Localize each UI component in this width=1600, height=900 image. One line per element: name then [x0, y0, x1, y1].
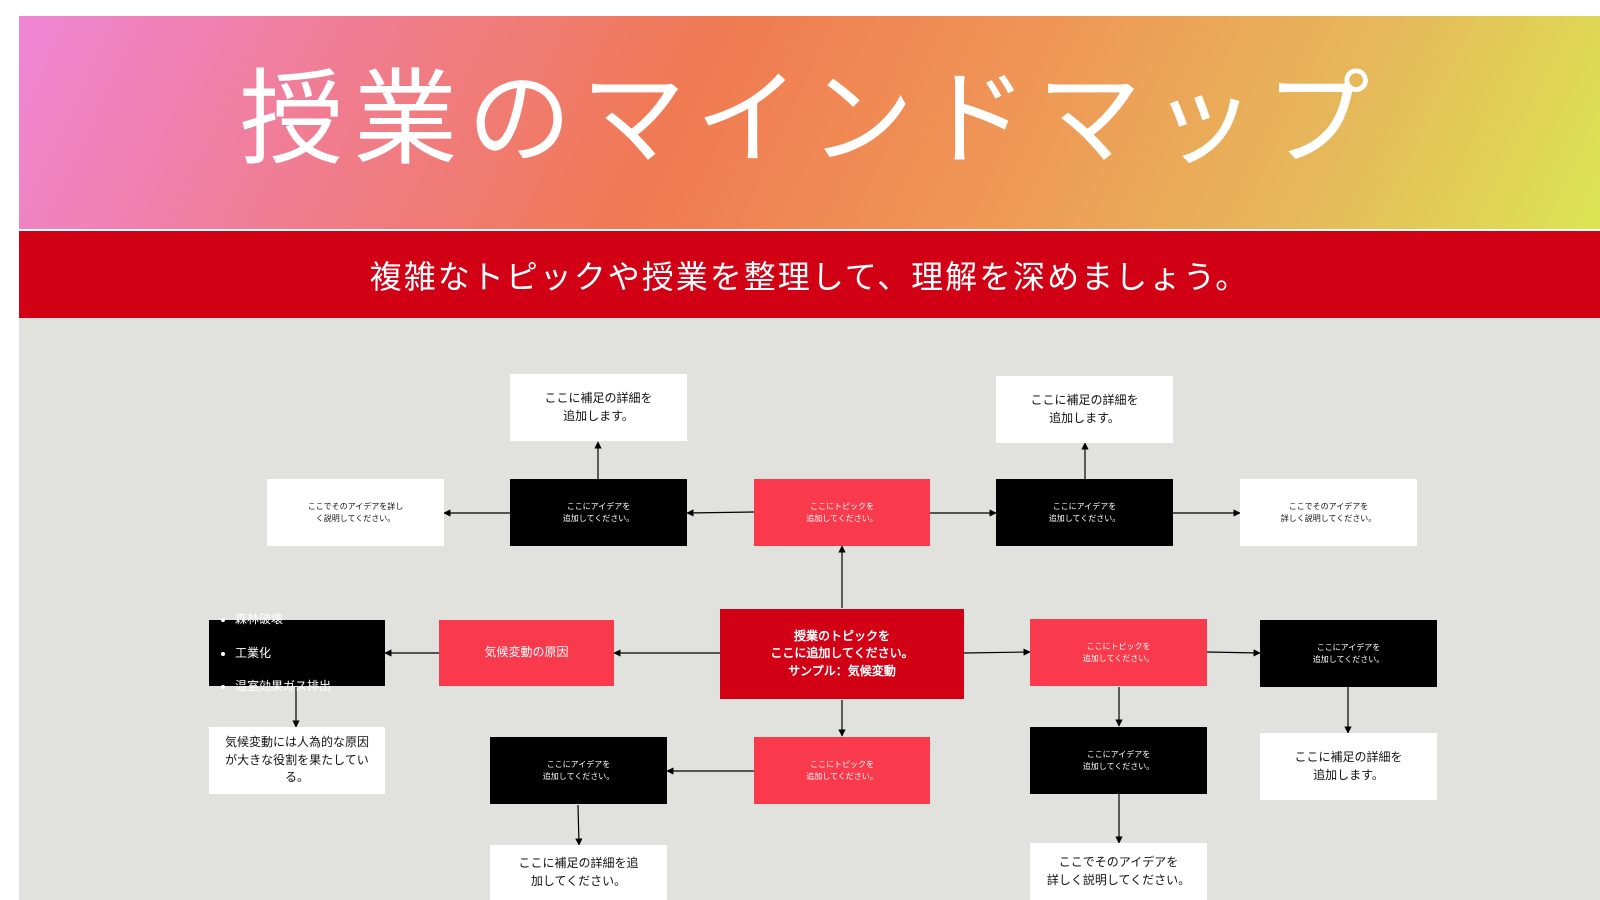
cause-item: 森林破壊 — [235, 611, 331, 628]
top-right-explain-node[interactable]: ここでそのアイデアを 詳しく説明してください。 — [1240, 479, 1417, 546]
top-left-explain-node[interactable]: ここでそのアイデアを詳し く説明してください。 — [267, 479, 444, 546]
right-down-explain-node[interactable]: ここでそのアイデアを 詳しく説明してください。 — [1030, 843, 1207, 900]
right-down-idea-node[interactable]: ここにアイデアを 追加してください。 — [1030, 727, 1207, 794]
title-banner: 授業のマインドマップ — [19, 16, 1600, 229]
edge-bottom-idea-down — [575, 804, 583, 846]
right-topic-node[interactable]: ここにトピックを 追加してください。 — [1030, 619, 1207, 686]
page-title: 授業のマインドマップ — [239, 57, 1380, 180]
top-right-idea-node[interactable]: ここにアイデアを 追加してください。 — [996, 479, 1173, 546]
left-bullets-node[interactable]: 森林破壊 工業化 温室効果ガス排出 — [209, 612, 385, 693]
top-topic-node[interactable]: ここにトピックを 追加してください。 — [754, 479, 930, 546]
right-detail-node[interactable]: ここに補足の詳細を 追加します。 — [1260, 733, 1437, 800]
cause-list: 森林破壊 工業化 温室効果ガス排出 — [223, 594, 331, 712]
bottom-idea-node[interactable]: ここにアイデアを 追加してください。 — [490, 737, 667, 804]
edge-right-right — [1206, 649, 1261, 657]
top-left-idea-node[interactable]: ここにアイデアを 追加してください。 — [510, 479, 687, 546]
central-topic-node[interactable]: 授業のトピックを ここに追加してください。 サンプル：気候変動 — [720, 609, 964, 699]
left-topic-node[interactable]: 気候変動の原因 — [439, 620, 614, 686]
edge-center-right — [963, 648, 1031, 656]
cause-item: 工業化 — [235, 645, 331, 662]
left-detail-node[interactable]: 気候変動には人為的な原因 が大きな役割を果たしてい る。 — [209, 727, 385, 794]
bottom-topic-node[interactable]: ここにトピックを 追加してください。 — [754, 737, 930, 804]
cause-item: 温室効果ガス排出 — [235, 678, 331, 695]
right-idea-node[interactable]: ここにアイデアを 追加してください。 — [1260, 620, 1437, 687]
top-right-detail-node[interactable]: ここに補足の詳細を 追加します。 — [996, 376, 1173, 443]
top-left-detail-node[interactable]: ここに補足の詳細を 追加します。 — [510, 374, 687, 441]
subtitle-bar: 複雑なトピックや授業を整理して、理解を深めましょう。 — [19, 231, 1600, 318]
edge-top-left — [686, 509, 755, 517]
page-subtitle: 複雑なトピックや授業を整理して、理解を深めましょう。 — [369, 257, 1250, 296]
bottom-detail-node[interactable]: ここに補足の詳細を追 加してください。 — [490, 845, 667, 900]
